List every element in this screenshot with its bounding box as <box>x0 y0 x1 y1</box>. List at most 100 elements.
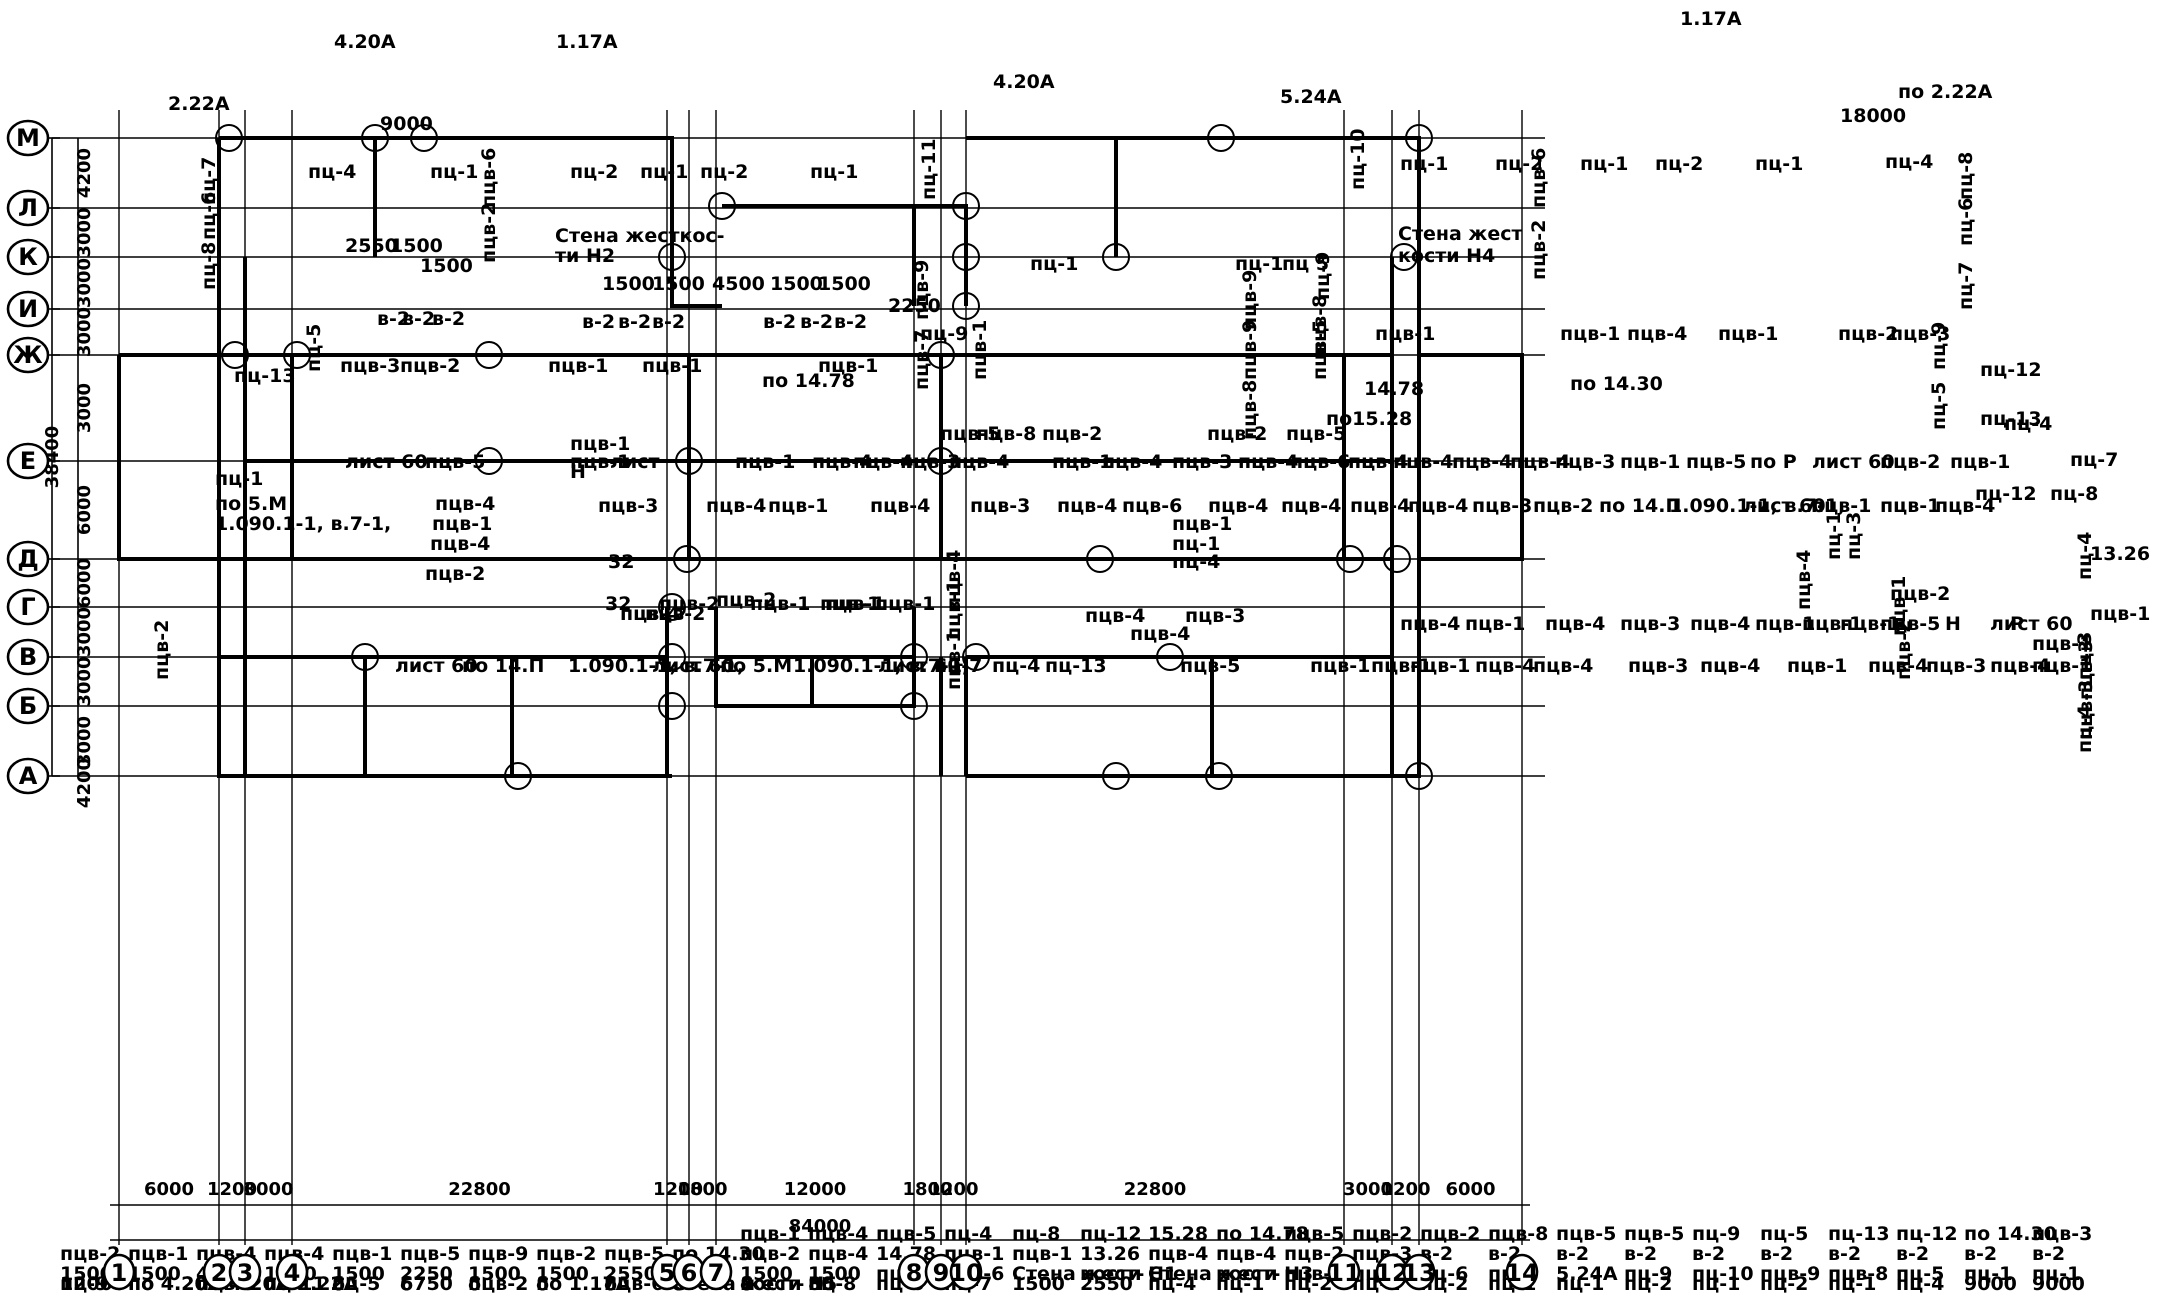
col-dimension: 6000 <box>1445 1179 1495 1200</box>
drawing-label: пцв-5 <box>1880 613 1940 635</box>
drawing-label: пцв-8 <box>1309 295 1331 355</box>
col-dimension: 1200 <box>928 1179 978 1200</box>
drawing-label: пцв-4 <box>620 603 680 625</box>
drawing-label: δ <box>468 1273 481 1295</box>
col-dimension: 1800 <box>902 1179 952 1200</box>
drawing-label: пцв-1 <box>820 593 880 615</box>
drawing-label: пцв-1 <box>1410 655 1470 677</box>
drawing-label: 2.22А <box>168 93 230 115</box>
drawing-label: пц-5 <box>1760 1223 1808 1245</box>
drawing-label: в-2 <box>763 311 796 333</box>
node-marker <box>962 643 990 671</box>
drawing-label: пцв-1 <box>1310 655 1370 677</box>
col-axis-bubble: 11 <box>1327 1253 1361 1291</box>
drawing-label: пцв-4 <box>1238 451 1298 473</box>
drawing-label: 1.090.1-1, в.7-1, <box>215 513 391 535</box>
drawing-label: пцв-1 <box>332 1243 392 1265</box>
drawing-label: 1500 <box>770 273 823 295</box>
drawing-label: пцв-6 <box>1290 451 1350 473</box>
row-axis-bubble: Л <box>6 189 60 227</box>
drawing-label: пц-10 <box>1692 1263 1754 1285</box>
drawing-label: 32 <box>608 551 634 573</box>
drawing-label: лист 60 <box>1743 495 1826 517</box>
drawing-label: пц-1 <box>810 161 858 183</box>
row-axis-bubble: Ж <box>6 336 60 374</box>
drawing-label: пцв-3 <box>1926 655 1986 677</box>
drawing-label: пц-4 <box>2074 705 2096 753</box>
drawing-label: 1.090.1-1, в.7-1, <box>793 655 969 677</box>
drawing-label: пц-9 <box>1624 1263 1672 1285</box>
drawing-label: пцв-1 <box>1888 576 1910 636</box>
drawing-label: 1.17А <box>1680 8 1742 30</box>
drawing-label: δ <box>400 1273 413 1295</box>
drawing-label: пцв-4 <box>435 493 495 515</box>
drawing-label: 5.24А <box>1556 1263 1618 1285</box>
wall-segment <box>966 138 1421 778</box>
drawing-label: пц-13 <box>1980 408 2042 430</box>
drawing-label: по 2.22А <box>1898 81 1993 103</box>
node-marker <box>1207 124 1235 152</box>
drawing-label: пц-1 <box>1823 512 1845 560</box>
drawing-label: пцв-3 <box>2075 640 2097 700</box>
drawing-label: пцв-4 <box>1216 1243 1276 1265</box>
drawing-label: в-2 <box>432 308 465 330</box>
drawing-label: пц-1 <box>1172 533 1220 555</box>
row-axis-bubble: И <box>6 290 60 328</box>
drawing-label: в-2 <box>1896 1243 1929 1265</box>
drawing-label: 2550 <box>604 1263 657 1285</box>
drawing-label: пц-2 <box>1495 153 1543 175</box>
col-dimension: 1200 <box>653 1179 703 1200</box>
drawing-label: 2550 <box>345 235 398 257</box>
drawing-label: по 14.78 <box>762 370 855 392</box>
drawing-label: пц-4 <box>992 655 1040 677</box>
drawing-label: пц 5 <box>1282 253 1329 275</box>
drawing-label: 1500 <box>332 1263 385 1285</box>
row-dimension-total: 38400 <box>42 426 63 489</box>
drawing-label: 1500 <box>652 273 705 295</box>
drawing-label: пцв-2 <box>1352 1223 1412 1245</box>
drawing-label: 2250 <box>888 295 941 317</box>
node-marker <box>658 692 686 720</box>
row-axis-label: А <box>19 762 38 790</box>
col-axis-label: 3 <box>237 1259 254 1287</box>
drawing-label: пцв-2 <box>400 355 460 377</box>
col-axis-bubble: 14 <box>1505 1253 1539 1291</box>
drawing-label: в-2 <box>1964 1243 1997 1265</box>
drawing-label: пцв-1 <box>969 320 991 380</box>
drawing-label: пцв-4 <box>1990 655 2050 677</box>
drawing-label: пцв-3 <box>340 355 400 377</box>
drawing-label: пцв-3 <box>900 451 960 473</box>
node-marker <box>952 192 980 220</box>
drawing-label: по Р <box>1750 451 1797 473</box>
drawing-label: пцв-9 <box>911 260 933 320</box>
drawing-label: пцв-3 <box>598 495 658 517</box>
drawing-label: пц-4 <box>1896 1273 1944 1295</box>
drawing-label: пц-8 <box>198 242 220 290</box>
drawing-label: пцв-2 <box>716 589 776 611</box>
drawing-label: пцв-4 <box>870 495 930 517</box>
drawing-label: пц-2 <box>1760 1273 1808 1295</box>
drawing-label: пцв-2 <box>1042 423 1102 445</box>
node-marker <box>658 593 686 621</box>
drawing-label: пц-8 <box>1955 152 1977 200</box>
node-marker <box>900 643 928 671</box>
drawing-label: 14.78 <box>1364 378 1424 400</box>
col-dimension: 1800 <box>677 1179 727 1200</box>
drawing-label: 1500 <box>740 1263 793 1285</box>
drawing-label: в-2 <box>2032 1243 2065 1265</box>
drawing-label: в-2 <box>800 311 833 333</box>
drawing-label: 13.26 <box>1080 1243 1140 1265</box>
row-axis-label: Д <box>17 545 38 573</box>
drawing-label: в-2 <box>402 308 435 330</box>
node-marker <box>673 545 701 573</box>
drawing-label: пцв-3 <box>1172 451 1232 473</box>
drawing-label: пцв-1 <box>1560 323 1620 345</box>
drawing-label: пцв-3 <box>970 495 1030 517</box>
drawing-label: пцв-1 <box>1172 513 1232 535</box>
drawing-label: пцв-2 <box>1880 451 1940 473</box>
drawing-label: пцв-2 <box>60 1243 120 1265</box>
drawing-label: пцв-6 <box>1122 495 1182 517</box>
